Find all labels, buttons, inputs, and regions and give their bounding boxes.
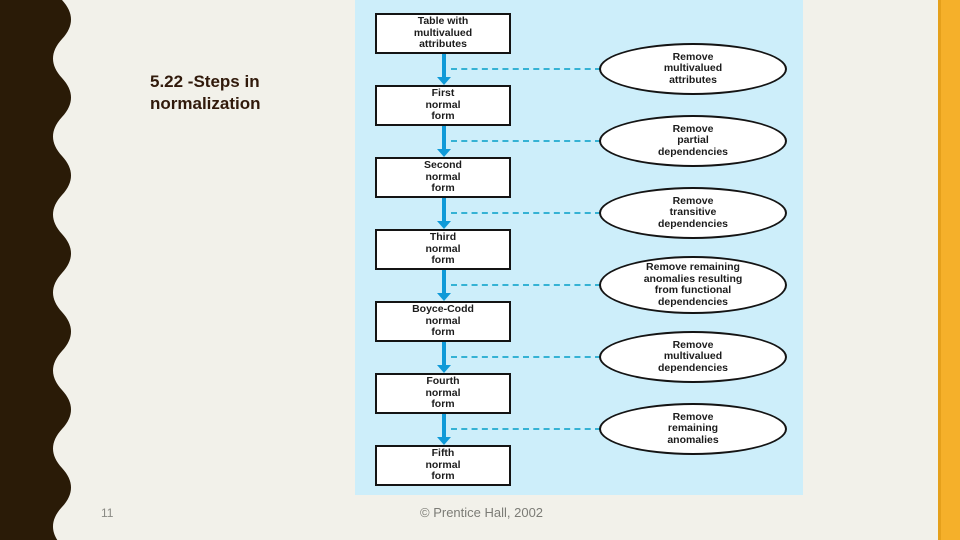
dashed-connector	[451, 68, 601, 70]
down-arrow-icon	[437, 342, 451, 373]
box-table-with-multivalued-attributes: Table with multivalued attributes	[375, 13, 511, 54]
normalization-diagram-panel: Table with multivalued attributes First …	[355, 0, 803, 495]
ellipse-remove-partial-dependencies: Remove partial dependencies	[599, 115, 787, 167]
dashed-connector	[451, 140, 601, 142]
box-second-normal-form: Second normal form	[375, 157, 511, 198]
ellipse-remove-transitive-dependencies: Remove transitive dependencies	[599, 187, 787, 239]
ellipse-remove-multivalued-attributes: Remove multivalued attributes	[599, 43, 787, 95]
box-first-normal-form: First normal form	[375, 85, 511, 126]
box-boyce-codd-normal-form: Boyce-Codd normal form	[375, 301, 511, 342]
dashed-connector	[451, 212, 601, 214]
accent-bar	[938, 0, 960, 540]
down-arrow-icon	[437, 414, 451, 445]
down-arrow-icon	[437, 126, 451, 157]
ellipse-remove-multivalued-dependencies: Remove multivalued dependencies	[599, 331, 787, 383]
page-number: 11	[101, 506, 114, 520]
dashed-connector	[451, 284, 601, 286]
ellipse-remove-remaining-anomalies: Remove remaining anomalies	[599, 403, 787, 455]
slide-title: 5.22 -Steps in normalization	[150, 72, 261, 113]
wave-edge-decoration	[0, 0, 71, 540]
copyright-footer: © Prentice Hall, 2002	[420, 505, 544, 520]
box-third-normal-form: Third normal form	[375, 229, 511, 270]
box-fourth-normal-form: Fourth normal form	[375, 373, 511, 414]
wave-shape	[0, 0, 71, 540]
down-arrow-icon	[437, 54, 451, 85]
box-fifth-normal-form: Fifth normal form	[375, 445, 511, 486]
dashed-connector	[451, 428, 601, 430]
dashed-connector	[451, 356, 601, 358]
down-arrow-icon	[437, 270, 451, 301]
down-arrow-icon	[437, 198, 451, 229]
ellipse-remove-remaining-anomalies-functional: Remove remaining anomalies resulting fro…	[599, 256, 787, 314]
